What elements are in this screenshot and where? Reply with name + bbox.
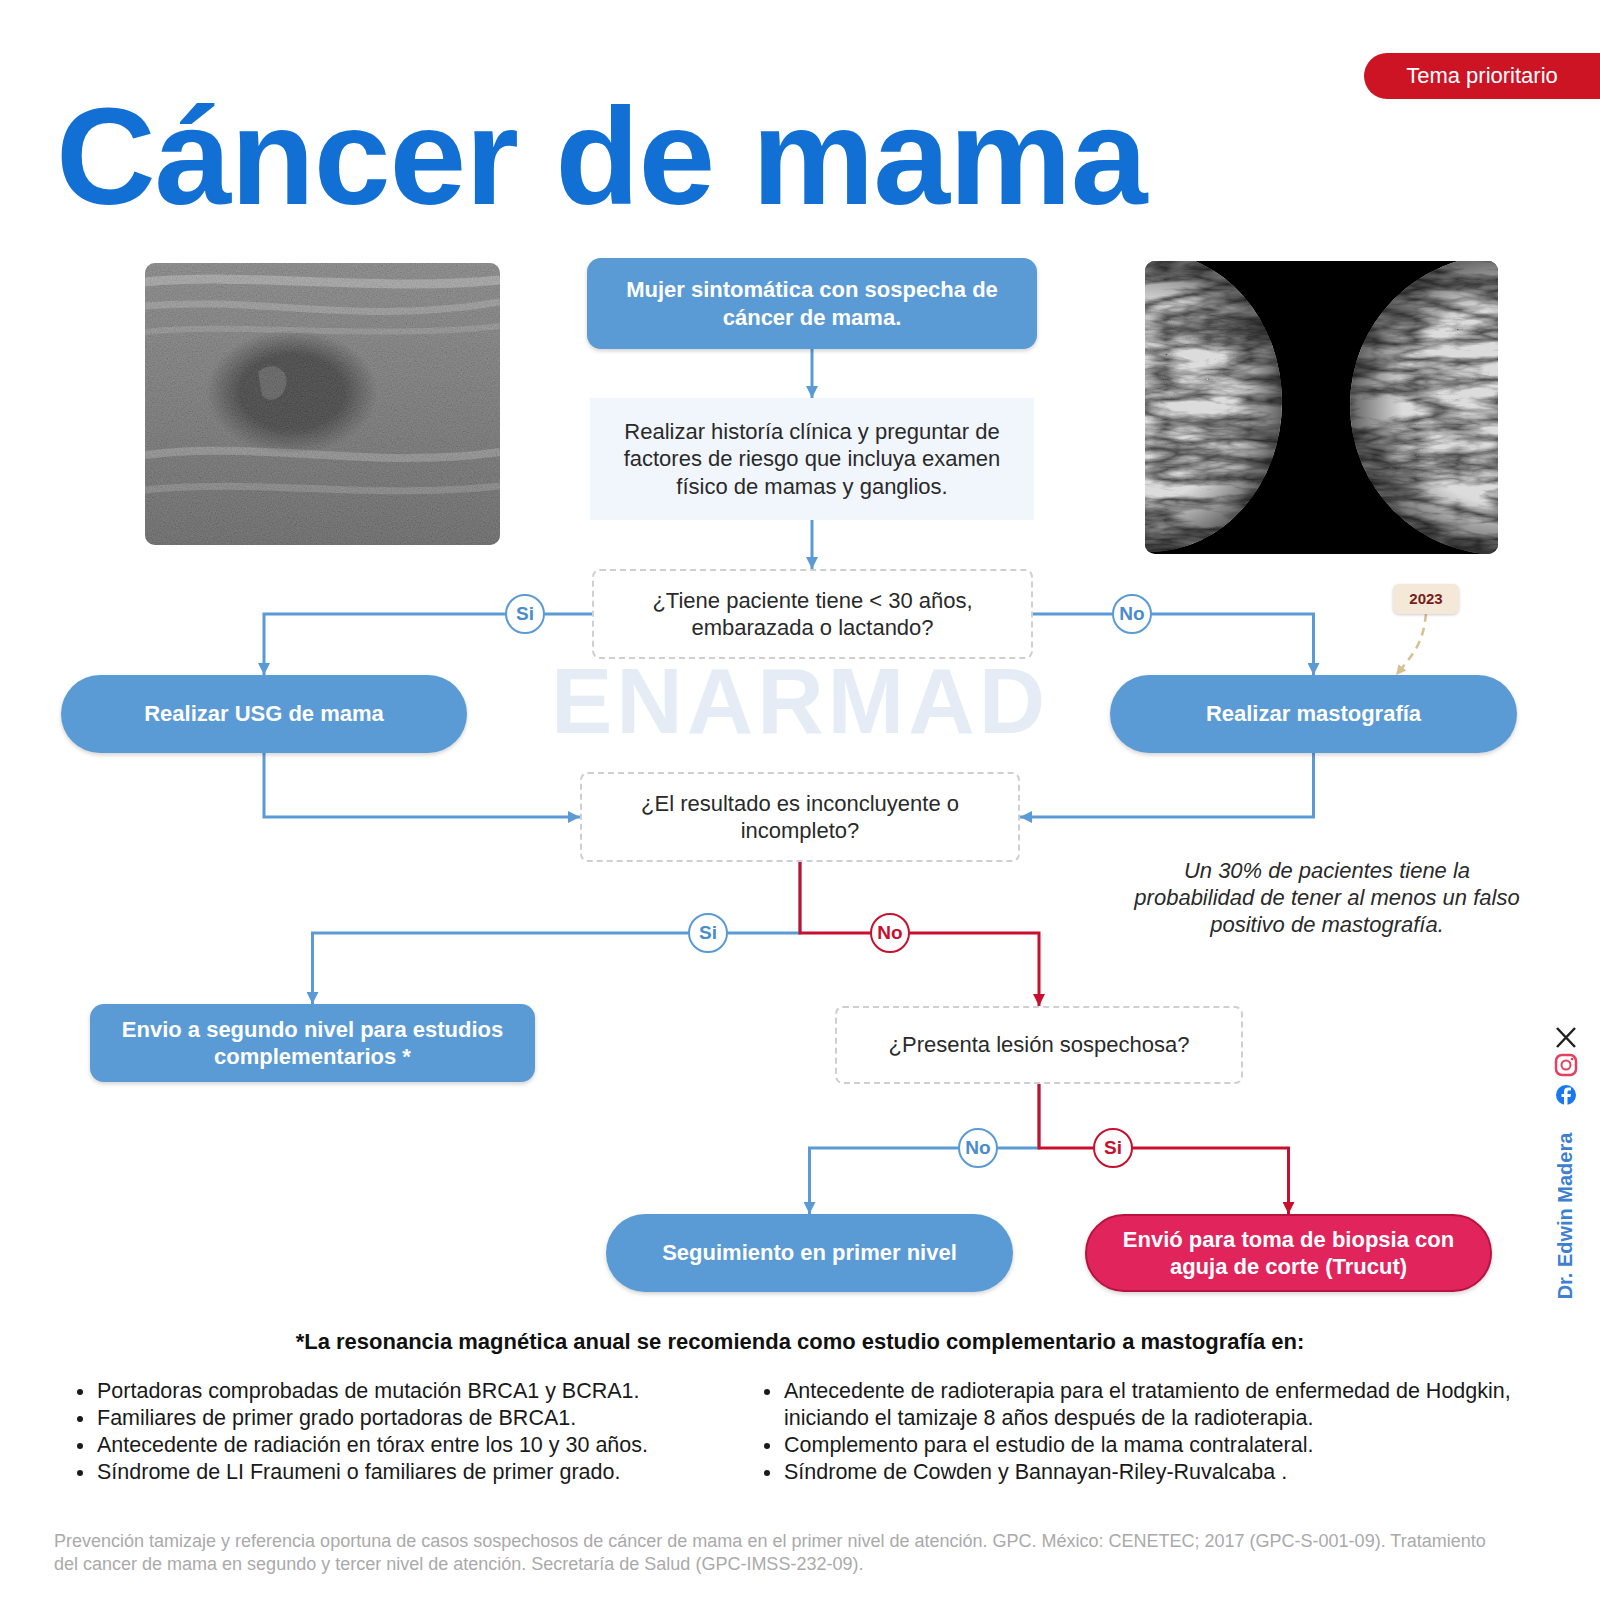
flow-arrow [800,862,1039,1006]
edge-label-circle: Si [1093,1128,1133,1168]
watermark: ENARMAD [450,655,1150,747]
flow-arrow [264,614,592,675]
footnote-heading: *La resonancia magnética anual se recomi… [60,1329,1540,1355]
bullet-item: Síndrome de Cowden y Bannayan-Riley-Ruva… [784,1459,1544,1486]
edge-label: Si [516,603,534,625]
edge-label-circle: No [958,1128,998,1168]
process-box: Realizar historía clínica y preguntar de… [590,398,1034,520]
breast-edge [1145,261,1282,552]
priority-badge: Tema prioritario [1364,53,1600,99]
bullet-text: Portadoras comprobadas de mutación BRCA1… [97,1379,640,1403]
facebook-icon [1556,1085,1576,1105]
bullet-list: Portadoras comprobadas de mutación BRCA1… [97,1378,737,1486]
bullet-text: Antecedente de radioterapia para el trat… [784,1379,1511,1430]
flow-arrow [1039,1084,1289,1214]
bullet-text: Síndrome de LI Fraumeni o familiares de … [97,1460,620,1484]
flow-arrow [811,520,814,569]
node-text: Envio a segundo nivel para estudios comp… [120,1016,505,1071]
edge-label: No [1119,603,1144,625]
edge-label: No [877,922,902,944]
node-text: Realizar USG de mama [91,700,437,728]
facebook-mark [1562,1088,1572,1106]
bullet-item: Antecedente de radioterapia para el trat… [784,1378,1544,1432]
ultrasound-image [145,263,500,545]
bullet-item: Complemento para el estudio de la mama c… [784,1432,1544,1459]
decision-box: ¿El resultado es inconcluyente o incompl… [580,772,1020,862]
page-title: Cáncer de mama [56,87,1147,225]
bullet-dot [764,1443,770,1449]
flow-arrow [810,1084,1040,1214]
edge-label-circle: Si [688,913,728,953]
edge-label-circle: No [1112,594,1152,634]
ultrasound-ground [145,263,500,545]
node-text: ¿Presenta lesión sospechosa? [857,1031,1221,1059]
flow-arrow [1020,753,1314,817]
x-icon [1557,1028,1575,1047]
start-box: Mujer sintomática con sospecha de cáncer… [587,258,1037,349]
dashed-pointer [1396,614,1426,675]
social-icons [1556,1028,1576,1105]
decision-box: ¿Tiene paciente tiene < 30 años, embaraz… [592,569,1033,659]
bullet-item: Familiares de primer grado portadoras de… [97,1405,737,1432]
instagram-icon [1556,1055,1576,1075]
outcome-pill: Envió para toma de biopsia con aguja de … [1085,1214,1492,1292]
outcome-pill: Seguimiento en primer nivel [606,1214,1013,1292]
node-text: Tema prioritario [1374,62,1590,90]
speckle [145,263,500,545]
bullet-dot [764,1470,770,1476]
year-tag: 2023 [1393,584,1459,614]
flow-arrow [264,753,580,817]
action-pill: Realizar USG de mama [61,675,467,753]
bullet-text: Antecedente de radiación en tórax entre … [97,1433,648,1457]
node-text: Seguimiento en primer nivel [636,1239,983,1267]
decision-box: ¿Presenta lesión sospechosa? [835,1006,1243,1084]
mammogram-image [1145,261,1498,554]
bullet-text: Síndrome de Cowden y Bannayan-Riley-Ruva… [784,1460,1287,1484]
flow-arrow [313,862,801,1004]
bullet-dot [77,1416,83,1422]
edge-label: Si [1104,1137,1122,1159]
edge-label: No [965,1137,990,1159]
breast-edge [1350,261,1498,554]
bullet-dot [77,1470,83,1476]
note-text: Un 30% de pacientes tiene la probabilida… [1127,857,1527,938]
edge-label-circle: No [870,913,910,953]
bullet-dot [764,1389,770,1395]
edge-label-circle: Si [505,594,545,634]
reference-text: Prevención tamizaje y referencia oportun… [54,1530,1514,1576]
bullet-item: Portadoras comprobadas de mutación BRCA1… [97,1378,737,1405]
bullet-dot [77,1443,83,1449]
node-text: Envió para toma de biopsia con aguja de … [1117,1226,1460,1281]
edge-label: Si [699,922,717,944]
bullet-dot [77,1389,83,1395]
bullet-text: Familiares de primer grado portadoras de… [97,1406,576,1430]
node-text: Mujer sintomática con sospecha de cáncer… [617,276,1007,331]
instagram-dot [1571,1058,1574,1061]
node-text: ¿El resultado es inconcluyente o incompl… [602,790,998,845]
action-pill: Realizar mastografía [1110,675,1517,753]
node-text: ¿Tiene paciente tiene < 30 años, embaraz… [614,587,1011,642]
referral-box: Envio a segundo nivel para estudios comp… [90,1004,535,1082]
node-text: Realizar historía clínica y preguntar de… [610,418,1014,501]
node-text: 2023 [1397,590,1455,609]
flow-arrow [811,349,814,398]
flow-arrow [1033,614,1314,675]
bullet-list: Antecedente de radioterapia para el trat… [784,1378,1544,1486]
bullet-item: Antecedente de radiación en tórax entre … [97,1432,737,1459]
author-signature: Dr. Edwin Madera [1554,1133,1577,1300]
bullet-item: Síndrome de LI Fraumeni o familiares de … [97,1459,737,1486]
node-text: Realizar mastografía [1140,700,1487,728]
bullet-text: Complemento para el estudio de la mama c… [784,1433,1313,1457]
instagram-lens [1562,1061,1571,1070]
